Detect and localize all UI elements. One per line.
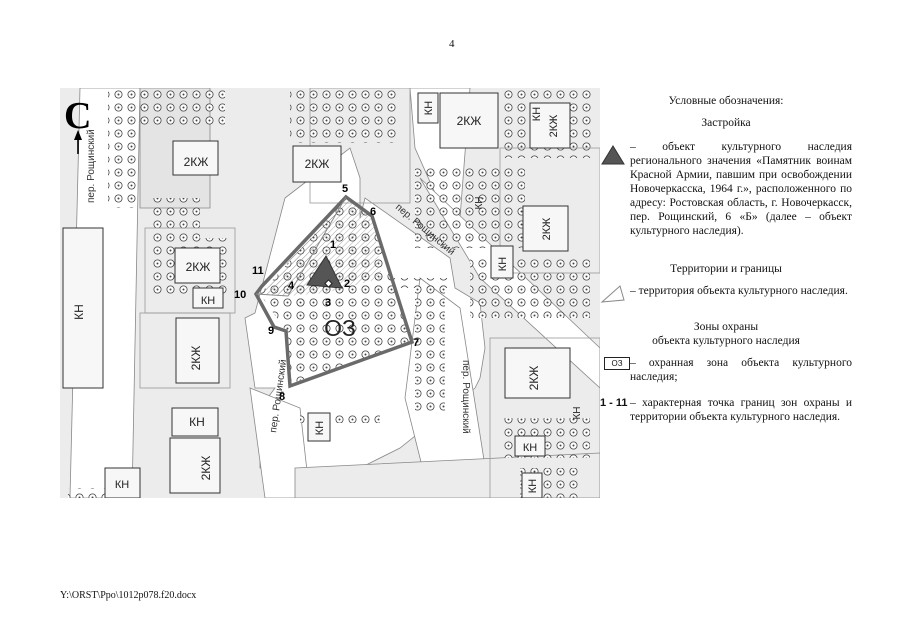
boundary-point: 7 — [413, 337, 419, 349]
building-label: КН — [201, 295, 215, 307]
building-label: 2КЖ — [541, 218, 553, 241]
boundary-point: 4 — [288, 280, 295, 292]
boundary-point: 2 — [344, 278, 350, 290]
legend-section-zones-2: объекта культурного наследия — [652, 335, 800, 347]
footer-file-path: Y:\ORST\Ppo\1012p078.f20.docx — [60, 590, 197, 601]
building-label: КН — [497, 257, 509, 271]
legend-title: Условные обозначения: — [668, 95, 784, 107]
boundary-points: 1 2 3 4 5 6 7 8 9 10 11 — [234, 183, 419, 403]
buildings — [62, 92, 571, 498]
boundary-point: 8 — [279, 391, 285, 403]
building-label: КН — [572, 406, 583, 419]
building-label: КН — [72, 304, 86, 320]
legend-section-buildings: Застройка — [701, 117, 751, 129]
north-arrow: С — [64, 95, 91, 154]
legend-section-territories: Территории и границы — [670, 263, 782, 275]
boundary-point: 11 — [252, 265, 264, 277]
building-label: КН — [531, 107, 543, 121]
legend-points-desc: – характерная точка границ зон охраны и … — [630, 397, 852, 423]
monument-marker-icon — [324, 279, 333, 288]
legend-section-zones-1: Зоны охраны — [693, 321, 759, 333]
street-label: пер. Рощинский — [460, 360, 471, 434]
territory-legend-icon — [600, 285, 625, 303]
territory-boundary — [255, 196, 347, 297]
building-label: КН — [474, 196, 485, 209]
zone-label: ОЗ — [324, 315, 356, 341]
building-label: КН — [523, 442, 537, 454]
building-label: 2КЖ — [305, 157, 330, 171]
building-label: КН — [115, 479, 129, 491]
legend-territory-desc: – территория объекта культурного наследи… — [630, 285, 848, 297]
legend-monument-desc: – объект культурного наследия региональн… — [630, 141, 852, 237]
building-label: КН — [189, 415, 205, 429]
building-label: 2КЖ — [186, 260, 211, 274]
legend-zone-desc: – охранная зона объекта культурного насл… — [630, 357, 852, 383]
protection-zone-boundary[interactable] — [253, 194, 415, 389]
page-number: 4 — [449, 38, 455, 50]
north-arrow-icon — [74, 130, 82, 140]
building-label: 2КЖ — [199, 456, 213, 481]
zone-legend-symbol: ОЗ — [604, 357, 630, 370]
territory-hatch — [260, 199, 346, 296]
building-label: КН — [527, 479, 539, 493]
boundary-point: 3 — [325, 297, 331, 309]
boundary-point: 1 — [330, 239, 336, 251]
boundary-point: 10 — [234, 289, 246, 301]
points-range-label: 1 - 11 — [600, 397, 628, 409]
monument-icon[interactable] — [306, 254, 343, 289]
boundary-point: 6 — [370, 206, 376, 218]
building-label: 2КЖ — [457, 114, 482, 128]
north-letter: С — [64, 95, 91, 137]
boundary-point: 5 — [342, 183, 348, 195]
map[interactable]: КН 2КЖ 2КЖ 2КЖ КН КН 2КЖ 2КЖ КН КН 2КЖ К… — [60, 88, 600, 498]
building-label: 2КЖ — [184, 155, 209, 169]
building-label: 2КЖ — [189, 346, 203, 371]
monument-legend-icon — [601, 145, 625, 165]
boundary-point: 9 — [268, 325, 274, 337]
building-label: КН — [314, 421, 326, 435]
building-label: 2КЖ — [527, 366, 541, 391]
building-label: КН — [423, 101, 435, 115]
street-label: пер. Рощинский — [86, 129, 97, 203]
building-labels: КН 2КЖ 2КЖ 2КЖ КН КН 2КЖ 2КЖ КН КН 2КЖ К… — [72, 101, 583, 493]
building-label: 2КЖ — [548, 115, 560, 138]
